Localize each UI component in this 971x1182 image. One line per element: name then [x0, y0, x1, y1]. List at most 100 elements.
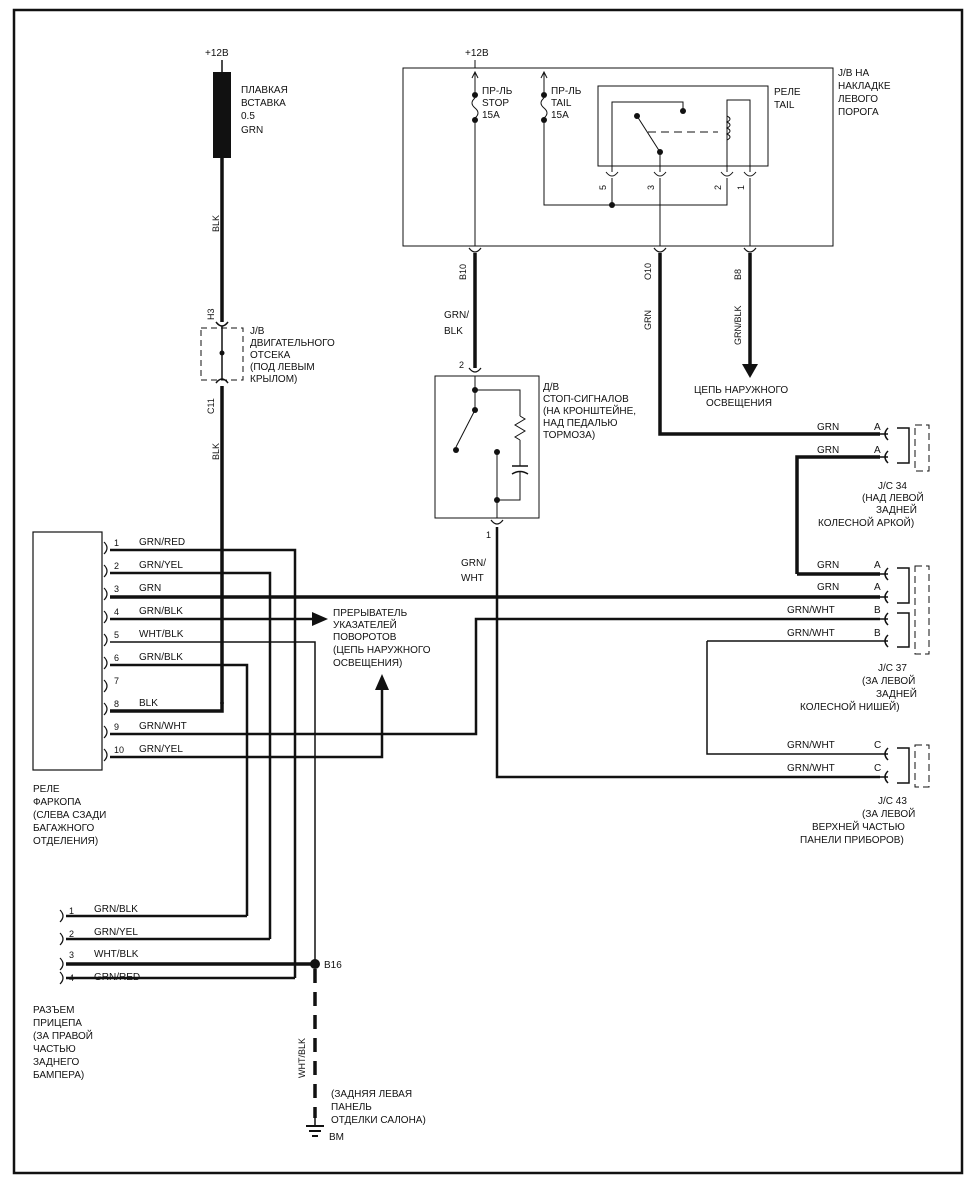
- jc43-label-2: (ЗА ЛЕВОЙ: [862, 807, 915, 820]
- jc37-label-1: J/C 37: [878, 663, 907, 674]
- tow-relay: РЕЛЕ ФАРКОПА (СЛЕВА СЗАДИ БАГАЖНОГО ОТДЕ…: [32, 531, 106, 847]
- trailer-pin-2-wire: GRN/YEL: [94, 927, 138, 938]
- trailer-label-5: ЗАДНЕГО: [33, 1057, 80, 1068]
- fuse-stop-label-1: ПР-ЛЬ: [482, 86, 513, 97]
- stop-switch-label-3: (НА КРОНШТЕЙНЕ,: [543, 404, 636, 417]
- trailer-pin-1-wire: GRN/BLK: [94, 904, 138, 915]
- jc37-row1-wire: GRN: [817, 560, 839, 571]
- turn-flasher-label-3: ПОВОРОТОВ: [333, 632, 397, 643]
- engine-jb-label-1: J/B: [250, 326, 265, 337]
- trailer-pin-3-wire: WHT/BLK: [94, 949, 139, 960]
- ground-label-1: (ЗАДНЯЯ ЛЕВАЯ: [331, 1089, 412, 1100]
- ground-name: BM: [329, 1132, 344, 1143]
- jc34-row2-pin: A: [874, 445, 881, 456]
- tow-relay-pin-5-num: 5: [114, 630, 119, 640]
- wire-label-grn-blk-top-1: GRN/: [444, 310, 469, 321]
- fuse-tail-label-2: TAIL: [551, 98, 572, 109]
- tow-relay-pin-3-num: 3: [114, 584, 119, 594]
- turn-flasher-label-2: УКАЗАТЕЛЕЙ: [333, 618, 397, 631]
- splice-b16-label: B16: [324, 960, 342, 971]
- tow-relay-pin-2-wire: GRN/YEL: [139, 560, 183, 571]
- trailer-label-2: ПРИЦЕПА: [33, 1018, 82, 1029]
- stop-switch-pin-bottom: 1: [486, 530, 491, 540]
- jb-panel-label-1: J/B НА: [838, 68, 869, 79]
- turn-flasher-label: ПРЕРЫВАТЕЛЬ УКАЗАТЕЛЕЙ ПОВОРОТОВ (ЦЕПЬ Н…: [333, 608, 431, 669]
- jb-sill-panel: +12В J/B НА НАКЛАДКЕ ЛЕВОГО ПОРОГА ПР-ЛЬ…: [402, 48, 891, 280]
- jc37-label-3: ЗАДНЕЙ: [876, 687, 917, 700]
- trailer-pin-2: 2 GRN/YEL: [59, 927, 270, 946]
- fuse-stop-label-3: 15A: [482, 110, 500, 121]
- jc34-row2-wire: GRN: [817, 445, 839, 456]
- jc37-row1-pin: A: [874, 560, 881, 571]
- fuse-tail-label-1: ПР-ЛЬ: [551, 86, 582, 97]
- tow-relay-pin-6-wire: GRN/BLK: [139, 652, 183, 663]
- relay-tail-label-1: РЕЛЕ: [774, 87, 801, 98]
- tow-relay-pin-9-wire: GRN/WHT: [139, 721, 187, 732]
- tow-relay-pin-9: 9 GRN/WHT: [103, 617, 880, 739]
- trailer-label-3: (ЗА ПРАВОЙ: [33, 1029, 93, 1042]
- jc43-label-1: J/C 43: [878, 796, 907, 807]
- tow-relay-pin-9-num: 9: [114, 722, 119, 732]
- tow-relay-label-3: (СЛЕВА СЗАДИ: [33, 810, 106, 821]
- wire-label-grn-blk-top-2: BLK: [444, 326, 463, 337]
- relay-pin-1: 1: [736, 185, 746, 190]
- wire-label-grn-o10: GRN: [643, 310, 653, 330]
- tow-relay-pin-1-num: 1: [114, 538, 119, 548]
- jc43-row1-pin: C: [874, 740, 881, 751]
- tow-relay-pin-10-num: 10: [114, 745, 124, 755]
- stop-switch-label-4: НАД ПЕДАЛЬЮ: [543, 418, 618, 429]
- relay-pin-2: 2: [713, 185, 723, 190]
- fuse-tail-label-3: 15A: [551, 110, 569, 121]
- tow-relay-pin-2: 2 GRN/YEL: [103, 560, 272, 939]
- jb-panel-label-2: НАКЛАДКЕ: [838, 81, 891, 92]
- fuse-link: [213, 72, 231, 158]
- tow-relay-pin-3-wire: GRN: [139, 583, 161, 594]
- jc43-label-4: ПАНЕЛИ ПРИБОРОВ): [800, 835, 904, 846]
- jc37-row4-pin: B: [874, 628, 881, 639]
- jc37-label-4: КОЛЕСНОЙ НИШЕЙ): [800, 700, 900, 713]
- trailer-pin-1-num: 1: [69, 906, 74, 916]
- tow-relay-pins: 1 GRN/RED 2 GRN/YEL 3 GRN 4 GRN/BLK 5 WH…: [103, 537, 880, 978]
- fuse-link-label-3: 0.5: [241, 111, 255, 122]
- tow-relay-pin-4: 4 GRN/BLK: [103, 606, 328, 626]
- trailer-label-4: ЧАСТЬЮ: [33, 1044, 76, 1055]
- tow-relay-pin-4-num: 4: [114, 607, 119, 617]
- fuse-stop-label-2: STOP: [482, 98, 509, 109]
- tow-relay-pin-5-wire: WHT/BLK: [139, 629, 184, 640]
- jc43-row2-wire: GRN/WHT: [787, 763, 835, 774]
- fuse-link-label-4: GRN: [241, 125, 263, 136]
- jc37-row3-pin: B: [874, 605, 881, 616]
- engine-jb: H3 C11 J/B ДВИГАТЕЛЬНОГО ОТСЕКА (ПОД ЛЕВ…: [200, 308, 335, 704]
- jb-panel-label-4: ПОРОГА: [838, 107, 879, 118]
- trailer-pin-3-num: 3: [69, 950, 74, 960]
- tow-relay-pin-7: 7: [103, 676, 119, 693]
- relay-pin-3: 3: [646, 185, 656, 190]
- jc34-label-4: КОЛЕСНОЙ АРКОЙ): [818, 516, 914, 529]
- tow-relay-pin-1: 1 GRN/RED: [103, 537, 297, 978]
- jc37-row4-wire: GRN/WHT: [787, 628, 835, 639]
- jc43-connector: GRN/WHT C GRN/WHT C J/C 43 (ЗА ЛЕВОЙ ВЕР…: [706, 640, 930, 846]
- wire-label-blk-1: BLK: [211, 215, 221, 232]
- turn-flasher-label-5: ОСВЕЩЕНИЯ): [333, 658, 402, 669]
- jc34-label-1: J/C 34: [878, 481, 907, 492]
- stop-light-switch: 2 1 Д/В СТОП-СИГНАЛОВ (НА КРОНШТЕЙНЕ, НА…: [434, 360, 636, 540]
- jc37-row3-wire: GRN/WHT: [787, 605, 835, 616]
- stop-switch-pin-top: 2: [459, 360, 464, 370]
- trailer-label-6: БАМПЕРА): [33, 1070, 84, 1081]
- stop-switch-label-1: Д/В: [543, 382, 560, 393]
- wire-label-grn-blk-b8: GRN/BLK: [733, 305, 743, 345]
- trailer-pin-1: 1 GRN/BLK: [59, 904, 247, 923]
- tow-relay-pin-5: 5 WHT/BLK: [103, 629, 316, 964]
- tow-relay-pin-1-wire: GRN/RED: [139, 537, 185, 548]
- splice-b16: [310, 959, 320, 969]
- ground-label-2: ПАНЕЛЬ: [331, 1102, 372, 1113]
- relay-tail-label-2: TAIL: [774, 100, 795, 111]
- jc37-row2-pin: A: [874, 582, 881, 593]
- jc34-label-3: ЗАДНЕЙ: [876, 503, 917, 516]
- outdoor-circuit-label-2: ОСВЕЩЕНИЯ: [706, 398, 772, 409]
- turn-flasher-arrow-icon: [312, 612, 328, 626]
- outdoor-circuit-arrow-icon: [742, 364, 758, 378]
- jb-pin-b8: B8: [733, 269, 743, 280]
- wire-label-grn-wht-stop-1: GRN/: [461, 558, 486, 569]
- jc34-label-2: (НАД ЛЕВОЙ: [862, 491, 924, 504]
